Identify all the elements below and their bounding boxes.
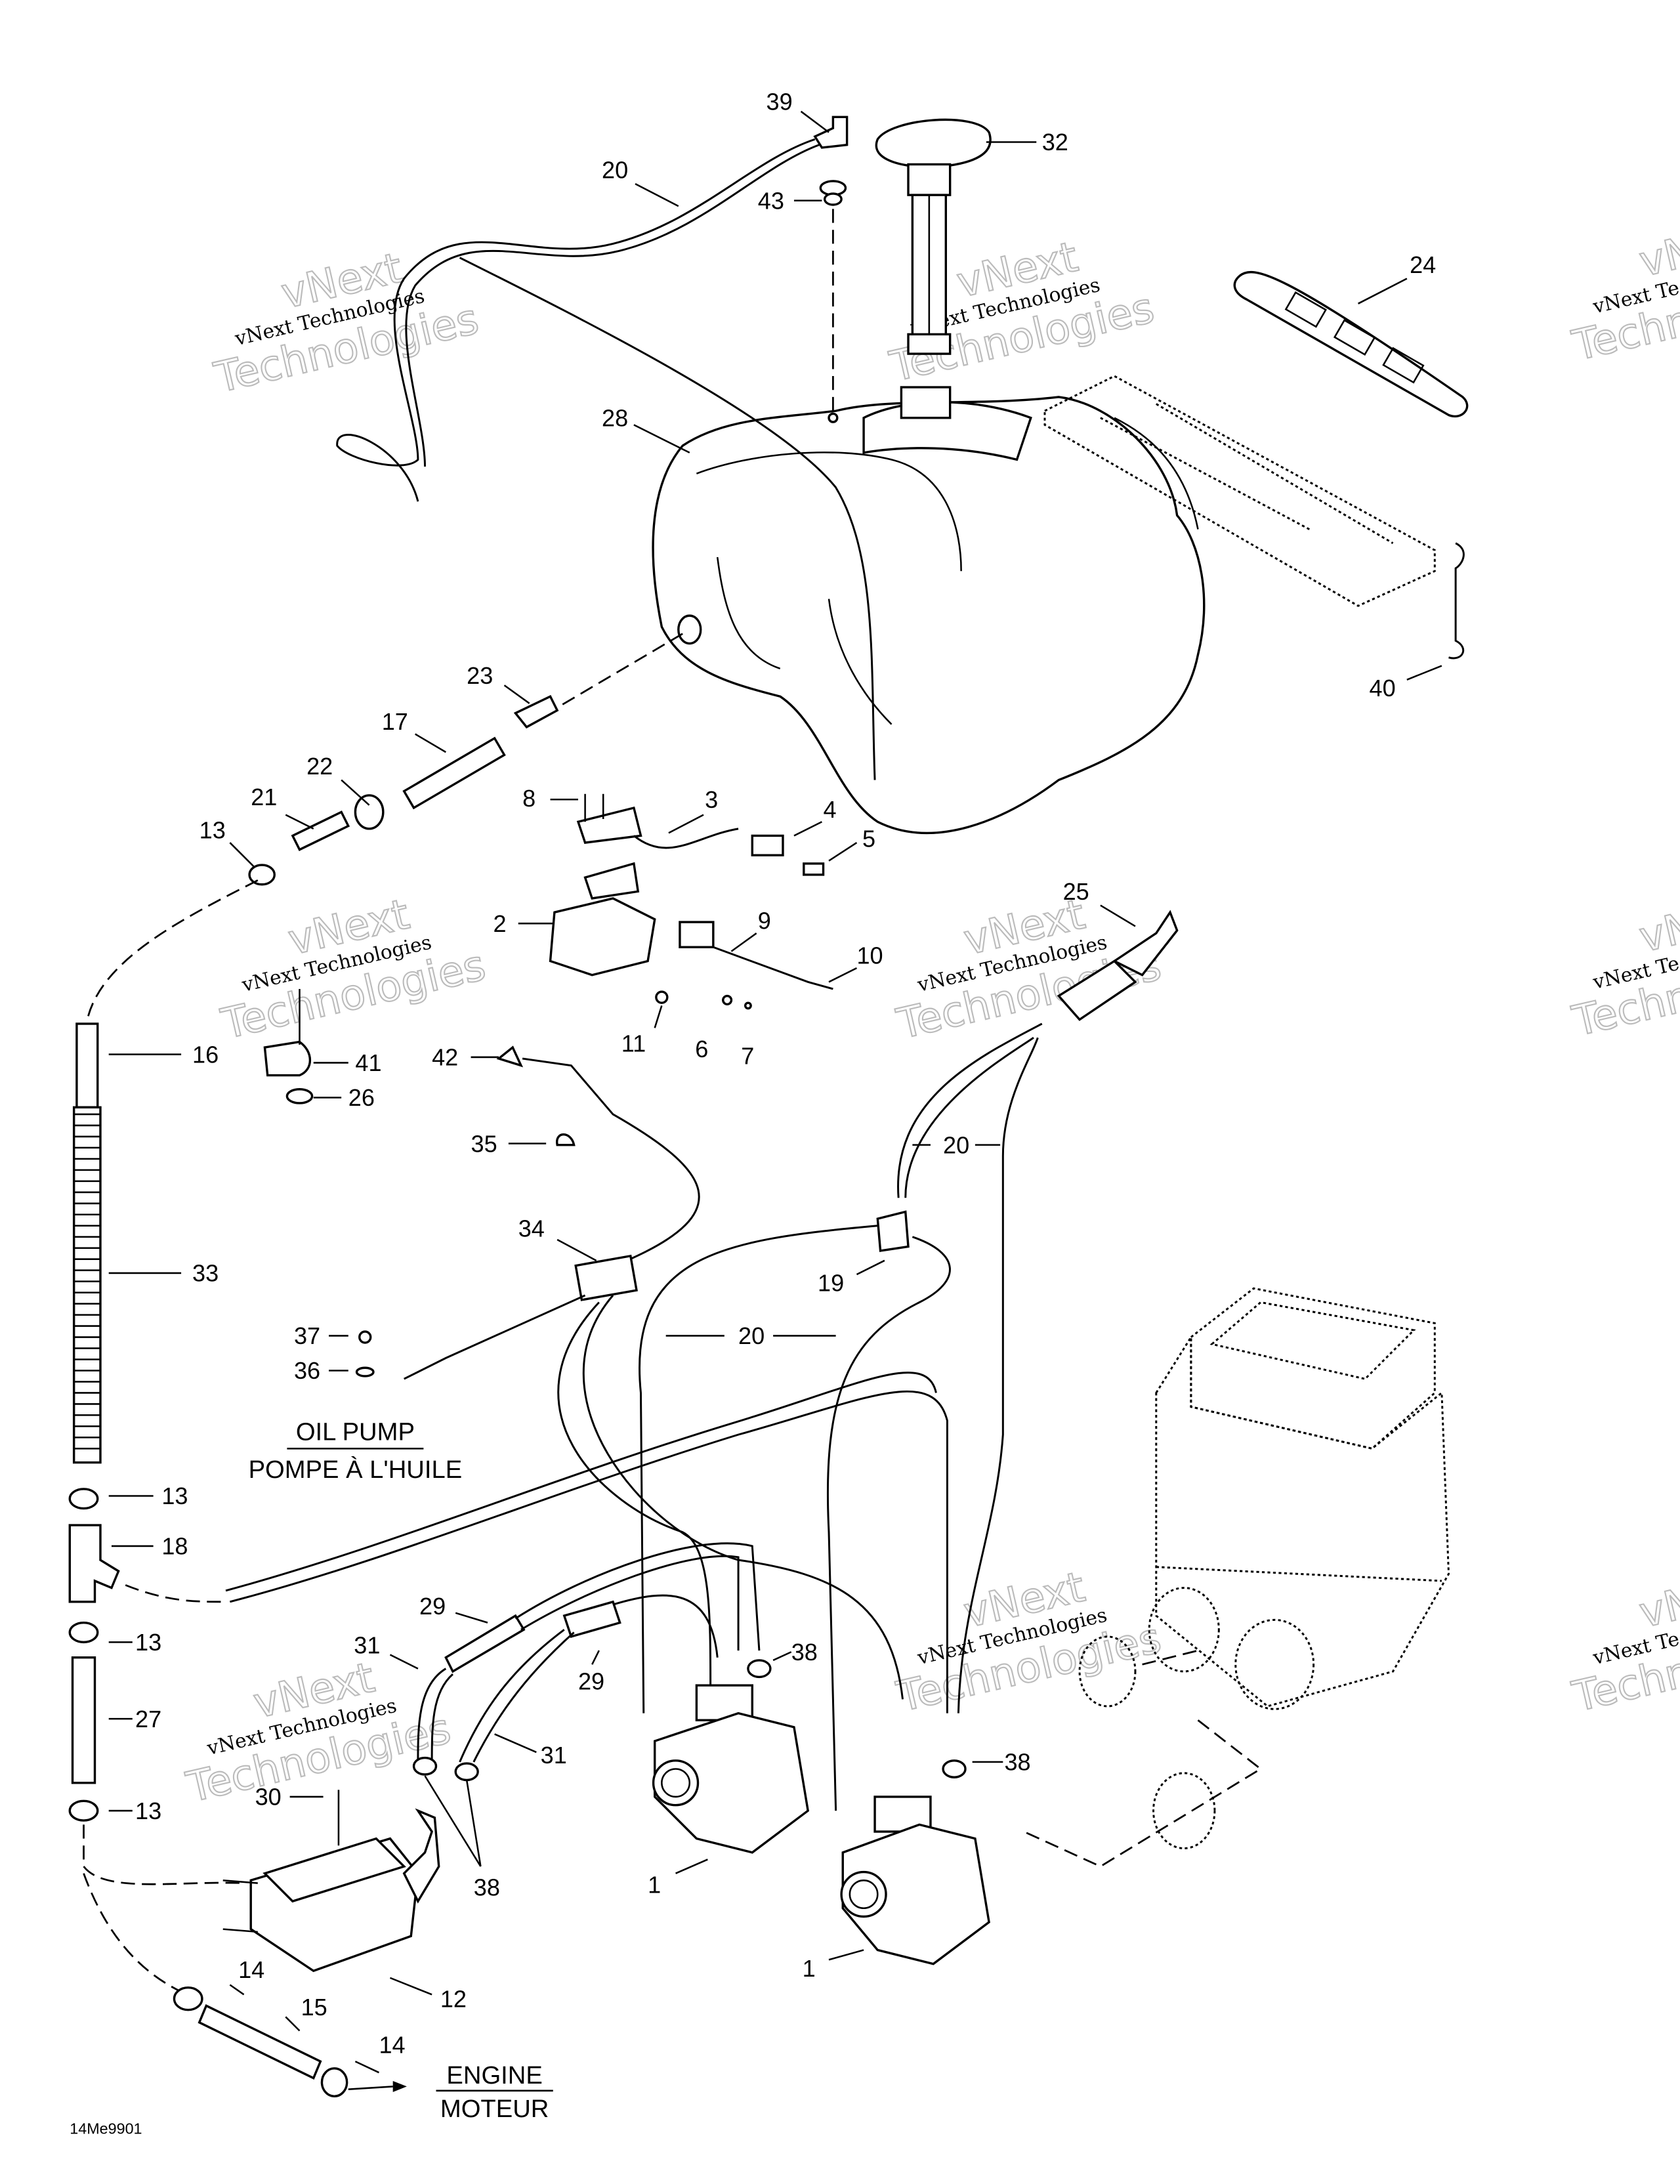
watermark: vNext Technologies vNext Technologies bbox=[1567, 887, 1680, 1047]
oil-hose bbox=[68, 879, 259, 1993]
callout-14: 14 bbox=[379, 2031, 405, 2058]
callout-43: 43 bbox=[758, 187, 784, 214]
oil-pump-cable bbox=[355, 1045, 904, 1700]
callout-38: 38 bbox=[474, 1874, 500, 1901]
callout-25: 25 bbox=[1063, 878, 1089, 905]
frame-outline bbox=[1043, 375, 1436, 607]
shut-off-valve-parts bbox=[549, 793, 833, 1010]
callout-30: 30 bbox=[255, 1784, 282, 1811]
callout-4: 4 bbox=[824, 796, 837, 823]
callout-38: 38 bbox=[791, 1639, 818, 1666]
callout-42: 42 bbox=[432, 1044, 458, 1071]
impulse-hoses bbox=[412, 1542, 967, 1782]
callout-20: 20 bbox=[943, 1131, 969, 1158]
watermark-big-1: vNext bbox=[1635, 887, 1680, 962]
callout-27: 27 bbox=[135, 1706, 161, 1732]
air-silencer bbox=[1023, 1287, 1450, 1868]
fuel-pump bbox=[222, 1790, 440, 1973]
callout-20: 20 bbox=[738, 1322, 765, 1349]
callout-32: 32 bbox=[1042, 129, 1068, 156]
callout-20: 20 bbox=[602, 157, 628, 184]
callout-15: 15 bbox=[301, 1994, 327, 2021]
callout-28: 28 bbox=[602, 404, 628, 431]
callout-2: 2 bbox=[494, 910, 507, 937]
callout-33: 33 bbox=[192, 1260, 219, 1287]
callout-35: 35 bbox=[471, 1130, 497, 1157]
fuel-tank bbox=[652, 386, 1206, 835]
fuel-valve-assembly bbox=[248, 633, 683, 886]
callout-8: 8 bbox=[522, 785, 536, 812]
callout-22: 22 bbox=[306, 753, 333, 780]
tank-strap bbox=[1233, 270, 1469, 417]
callout-7: 7 bbox=[741, 1043, 754, 1070]
diagram-reference-code: 14Me9901 bbox=[70, 2120, 142, 2137]
callout-34: 34 bbox=[518, 1215, 545, 1242]
callout-21: 21 bbox=[251, 784, 277, 810]
callout-23: 23 bbox=[467, 662, 493, 689]
vent-hose-extension bbox=[459, 257, 876, 780]
vent-hose bbox=[336, 138, 820, 502]
pump-outlet-hose bbox=[173, 1986, 407, 2097]
watermark: vNext Technologies vNext Technologies bbox=[209, 243, 484, 404]
callout-39: 39 bbox=[766, 89, 793, 116]
callout-17: 17 bbox=[382, 708, 408, 735]
callout-11: 11 bbox=[621, 1030, 646, 1057]
carburetor bbox=[652, 1684, 810, 1854]
oil-pump-label-en: OIL PUMP bbox=[296, 1418, 415, 1446]
callout-24: 24 bbox=[1410, 251, 1436, 278]
callout-13: 13 bbox=[200, 817, 226, 844]
callout-10: 10 bbox=[856, 942, 883, 969]
callout-labels: 39 32 20 43 24 28 23 17 22 21 13 8 3 4 5… bbox=[135, 89, 1436, 2059]
primer bbox=[1057, 910, 1179, 1021]
callout-14: 14 bbox=[238, 1956, 264, 1983]
hose-clip bbox=[263, 988, 314, 1104]
watermark: vNext Technologies vNext Technologies bbox=[1567, 1563, 1680, 1723]
callout-5: 5 bbox=[862, 825, 875, 852]
spring bbox=[1448, 542, 1465, 660]
callout-1: 1 bbox=[803, 1955, 816, 1982]
callout-29: 29 bbox=[578, 1668, 604, 1695]
callout-37: 37 bbox=[294, 1322, 320, 1349]
callout-12: 12 bbox=[440, 1985, 467, 2012]
callout-29: 29 bbox=[419, 1593, 446, 1620]
callout-31: 31 bbox=[354, 1631, 380, 1658]
callout-9: 9 bbox=[758, 908, 771, 934]
callout-leaders bbox=[108, 110, 1442, 2074]
callout-3: 3 bbox=[705, 786, 718, 813]
watermark: vNext Technologies vNext Technologies bbox=[892, 1563, 1166, 1723]
callout-18: 18 bbox=[161, 1533, 188, 1560]
oil-pump-label-fr: POMPE À L'HUILE bbox=[249, 1456, 463, 1484]
callout-13: 13 bbox=[135, 1797, 161, 1824]
fuel-lines bbox=[225, 1022, 1043, 1811]
engine-label-en: ENGINE bbox=[446, 2061, 542, 2090]
vent-fitting bbox=[813, 116, 849, 415]
callout-16: 16 bbox=[192, 1041, 219, 1068]
callout-26: 26 bbox=[348, 1084, 375, 1111]
carburetor bbox=[840, 1796, 990, 1965]
callout-36: 36 bbox=[294, 1357, 320, 1384]
watermark-big-1: vNext bbox=[1635, 212, 1680, 287]
callout-13: 13 bbox=[161, 1482, 188, 1509]
watermark: vNext Technologies vNext Technologies bbox=[216, 889, 490, 1049]
callout-6: 6 bbox=[695, 1036, 708, 1062]
callout-1: 1 bbox=[648, 1871, 661, 1898]
callout-40: 40 bbox=[1370, 675, 1396, 702]
fuel-tank-cap bbox=[875, 118, 992, 355]
callout-13: 13 bbox=[135, 1629, 161, 1656]
watermark: vNext Technologies vNext Technologies bbox=[1567, 211, 1680, 371]
oil-pump-caption: OIL PUMP POMPE À L'HUILE bbox=[249, 1418, 463, 1484]
watermark-big-1: vNext bbox=[1635, 1563, 1680, 1638]
callout-41: 41 bbox=[355, 1049, 381, 1076]
engine-label-fr: MOTEUR bbox=[440, 2095, 549, 2123]
callout-31: 31 bbox=[541, 1742, 567, 1769]
callout-19: 19 bbox=[818, 1270, 844, 1297]
engine-caption: ENGINE MOTEUR bbox=[436, 2061, 553, 2123]
callout-38: 38 bbox=[1004, 1749, 1030, 1776]
